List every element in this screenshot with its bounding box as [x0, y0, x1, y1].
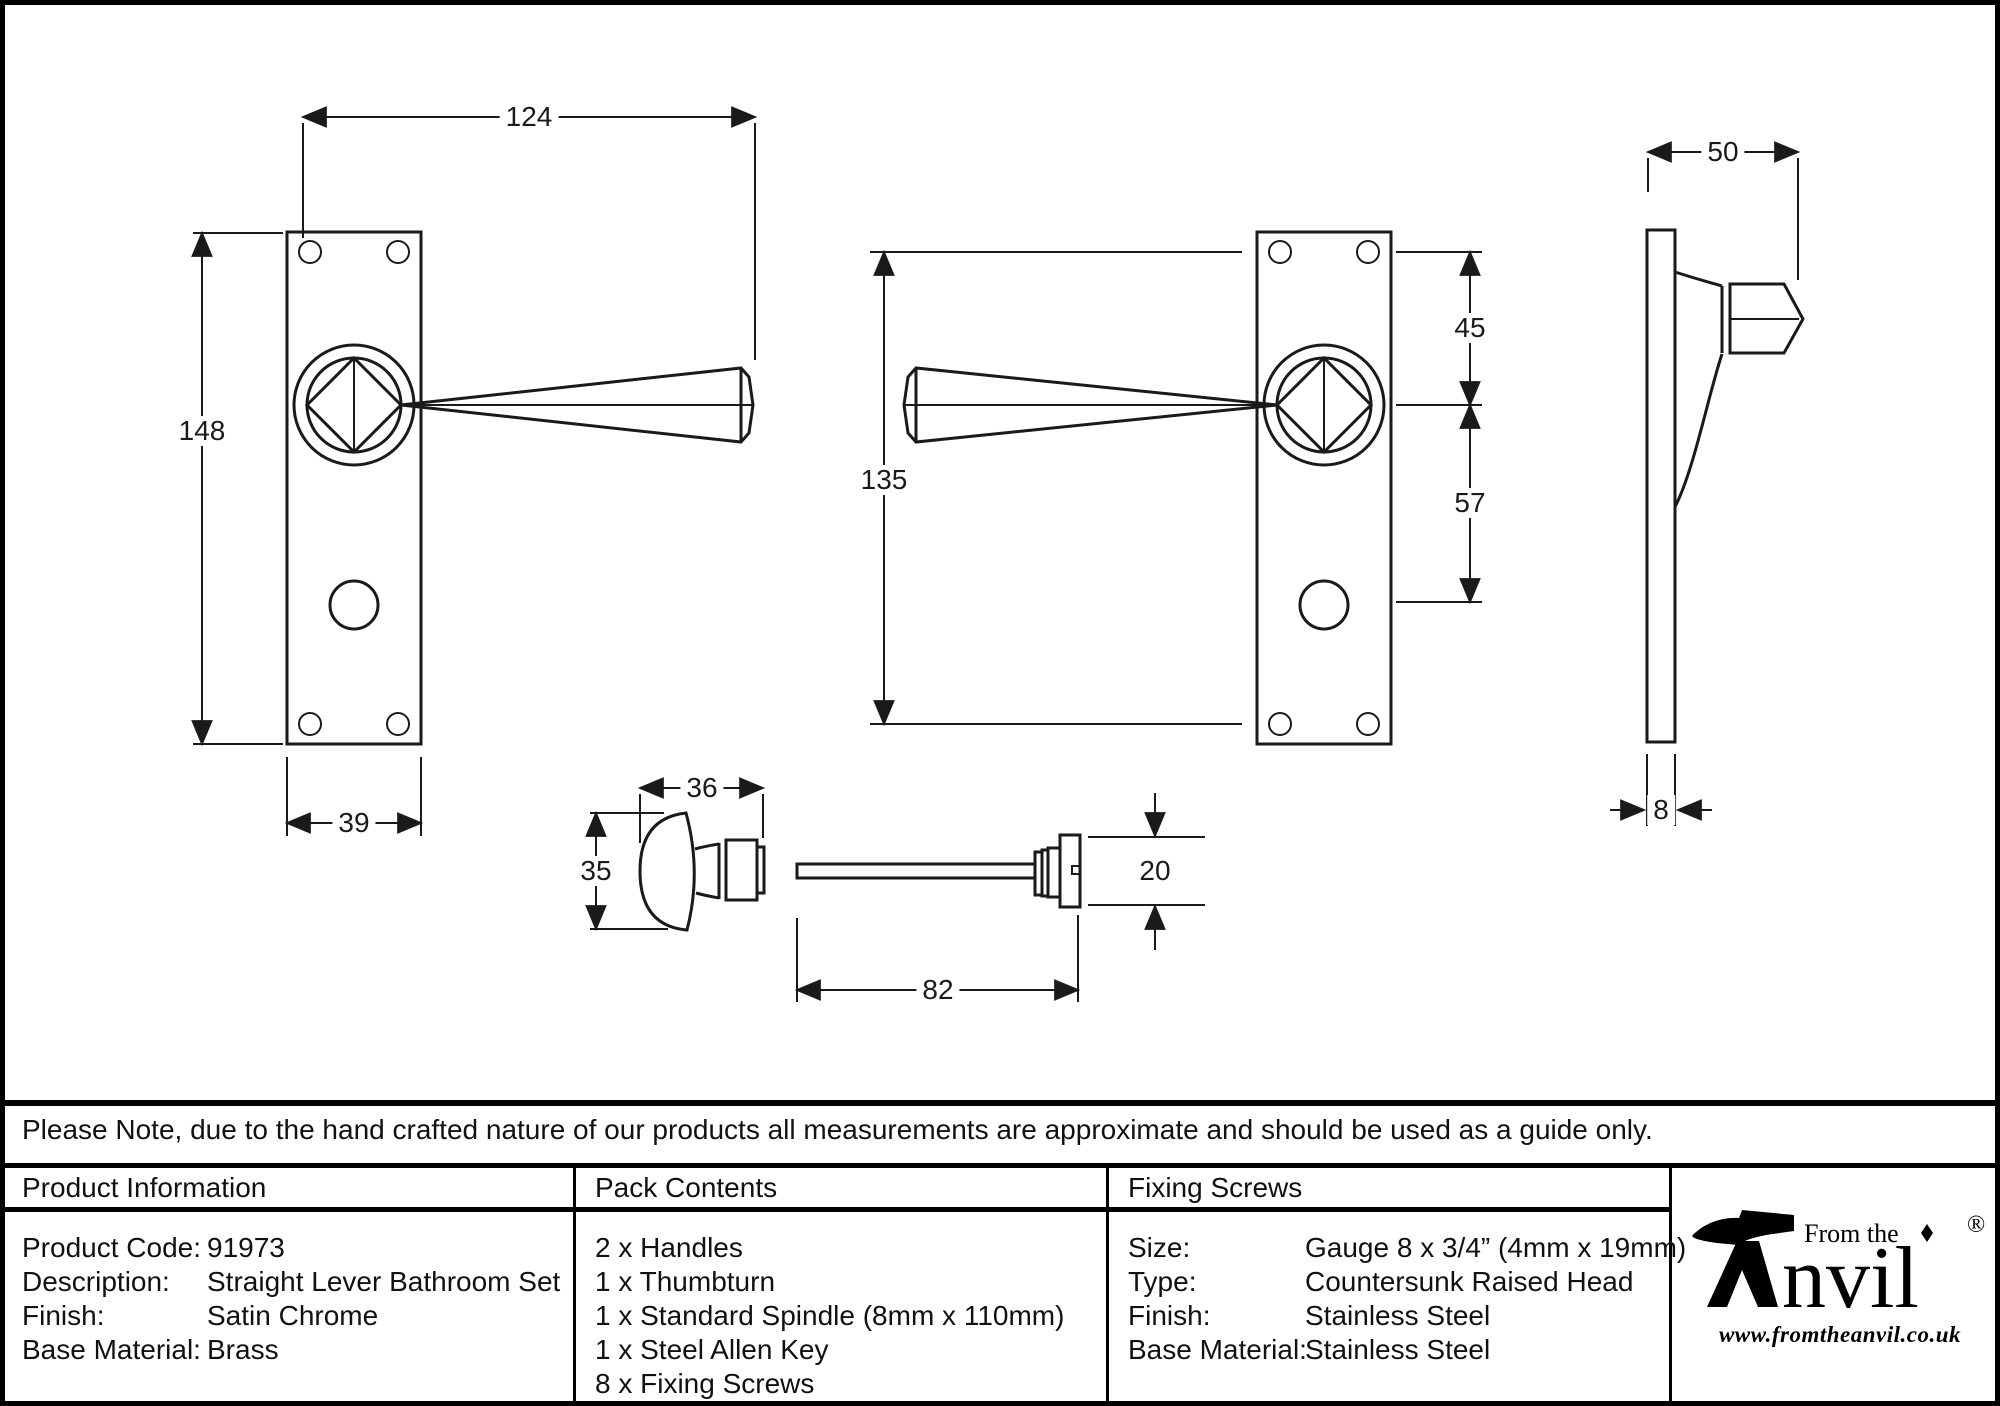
dimension-label-thumbturn-width: 36 [680, 773, 724, 803]
table-header-rule [0, 1207, 1669, 1212]
product-code-value: 91973 [207, 1232, 285, 1263]
screw-base-material-label: Base Material: [1128, 1334, 1307, 1365]
dimension-label-plate-width: 39 [332, 808, 376, 838]
pack-item-handles: 2 x Handles [595, 1232, 743, 1263]
table-top-rule [0, 1163, 2000, 1168]
pack-item-screws: 8 x Fixing Screws [595, 1368, 815, 1399]
screw-base-material-value: Stainless Steel [1305, 1334, 1491, 1365]
dimension-label-spindle-length: 82 [916, 975, 960, 1005]
screw-finish-label: Finish: [1128, 1300, 1211, 1331]
note-top-rule [0, 1100, 2000, 1106]
pack-item-thumbturn: 1 x Thumbturn [595, 1266, 776, 1297]
screw-type-label: Type: [1128, 1266, 1197, 1297]
registered-trademark-icon: ® [1967, 1212, 1985, 1238]
logo-wordmark: nvil [1782, 1230, 1919, 1320]
diamond-icon [1921, 1224, 1933, 1242]
dimension-label-projection: 50 [1701, 137, 1745, 167]
base-material-value: Brass [207, 1334, 279, 1365]
dimension-label-plate-height: 148 [172, 416, 232, 446]
anvil-icon [1692, 1210, 1794, 1307]
table-divider-2 [1106, 1163, 1109, 1406]
product-code-label: Product Code: [22, 1232, 201, 1263]
screw-type-value: Countersunk Raised Head [1305, 1266, 1634, 1297]
screw-finish-value: Stainless Steel [1305, 1300, 1491, 1331]
pack-item-allen-key: 1 x Steel Allen Key [595, 1334, 829, 1365]
dimension-label-lever-length: 124 [499, 102, 559, 132]
dimension-label-handle-span: 135 [854, 465, 914, 495]
from-the-anvil-logo: From the nvil ® [1692, 1210, 1985, 1327]
table-divider-3 [1669, 1163, 1672, 1406]
front-view-left-handle [191, 106, 758, 836]
dimension-label-plate-thickness: 8 [1647, 795, 1675, 825]
finish-value: Satin Chrome [207, 1300, 379, 1331]
table-divider-1 [573, 1163, 576, 1406]
front-view-right-handle [870, 230, 1482, 746]
description-label: Description: [22, 1266, 170, 1297]
side-profile-view [1610, 141, 1805, 826]
base-material-label: Base Material: [22, 1334, 201, 1365]
dimension-label-top-to-centre: 45 [1448, 313, 1492, 343]
brand-logo: From the nvil ® www.fromtheanvil.co.uk [1690, 1210, 1990, 1390]
screw-size-label: Size: [1128, 1232, 1191, 1263]
dimension-label-release-height: 20 [1133, 856, 1177, 886]
dimension-label-thumbturn-height: 35 [574, 856, 618, 886]
fixing-screws-header: Fixing Screws [1128, 1172, 1303, 1203]
dimension-label-centre-to-turn: 57 [1448, 488, 1492, 518]
finish-label: Finish: [22, 1300, 105, 1331]
screw-size-value: Gauge 8 x 3/4” (4mm x 19mm) [1305, 1232, 1687, 1263]
pack-item-spindle: 1 x Standard Spindle (8mm x 110mm) [595, 1300, 1065, 1331]
product-information-header: Product Information [22, 1172, 267, 1203]
handle-technical-drawing [191, 106, 1805, 1002]
logo-tagline: From the [1804, 1219, 1899, 1248]
pack-contents-header: Pack Contents [595, 1172, 778, 1203]
thumbturn-and-spindle-view [585, 777, 1205, 1002]
measurement-disclaimer-note: Please Note, due to the hand crafted nat… [22, 1114, 1653, 1145]
logo-website: www.fromtheanvil.co.uk [1718, 1322, 1962, 1347]
description-value: Straight Lever Bathroom Set [207, 1266, 561, 1297]
